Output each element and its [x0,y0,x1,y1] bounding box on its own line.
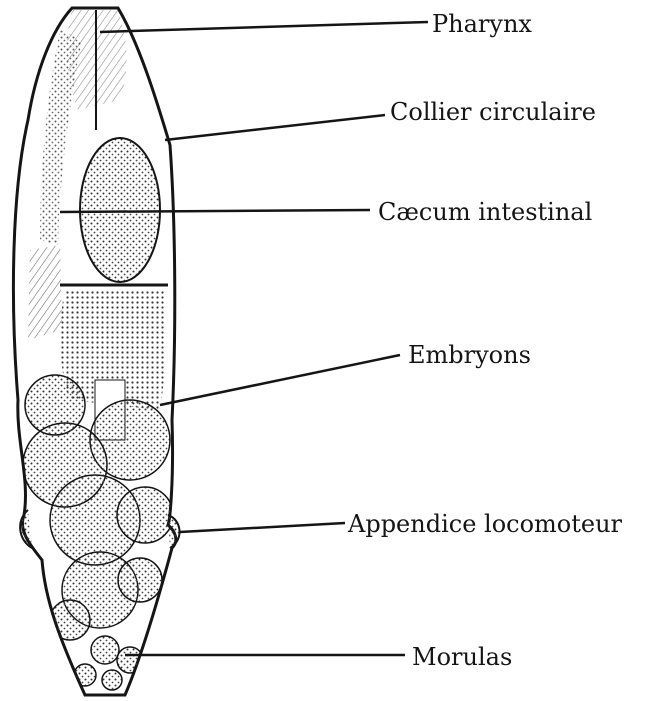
label-appendice: Appendice locomoteur [348,512,622,536]
label-collier: Collier circulaire [390,100,596,124]
label-embryons: Embryons [408,343,531,367]
leader-embryons [160,355,400,405]
locomotor-appendage [168,515,180,548]
caecum-body [80,138,160,282]
label-caecum: Cæcum intestinal [378,200,592,224]
leader-pharynx [100,22,428,32]
label-pharynx: Pharynx [432,12,532,36]
leader-appendice [180,523,345,532]
label-morulas: Morulas [412,645,512,669]
leader-collier [165,115,385,140]
